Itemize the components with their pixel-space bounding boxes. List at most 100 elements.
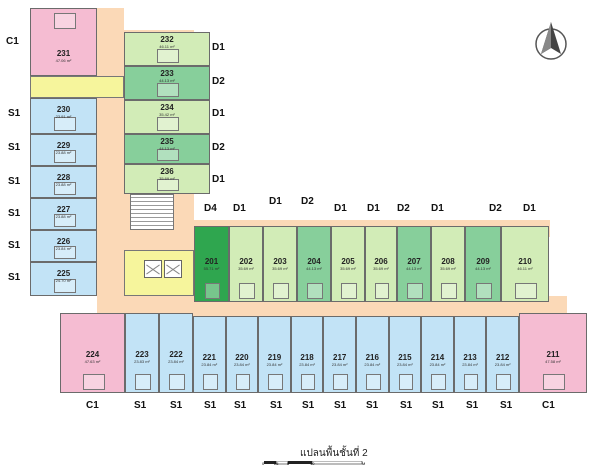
unit-type-label: S1: [400, 400, 413, 411]
unit-area: 23.84 m²: [168, 359, 184, 364]
unit-area: 35.69 m²: [238, 266, 254, 271]
unit-area: 35.69 m²: [159, 176, 175, 181]
bathroom-block: [365, 374, 381, 390]
unit-area: 23.84 m²: [331, 362, 348, 367]
unit-number: 216: [365, 353, 379, 362]
bathroom-block: [341, 283, 357, 299]
unit-type-label: S1: [500, 400, 513, 411]
unit-area: 35.69 m²: [440, 266, 456, 271]
bathroom-block: [431, 374, 446, 390]
bathroom-block: [157, 49, 179, 63]
unit-number: 225: [56, 269, 71, 278]
unit-area: 23.84 m²: [429, 362, 446, 367]
bathroom-block: [202, 374, 218, 390]
unit-number: 218: [300, 353, 314, 362]
unit-area: 44.13 m²: [406, 266, 422, 271]
unit-area: 23.84 m²: [266, 362, 283, 367]
unit-area: 35.69 m²: [340, 266, 356, 271]
unit-number: 203: [273, 257, 287, 266]
unit-number: 232: [160, 35, 174, 44]
bathroom-block: [407, 283, 423, 299]
unit-number: 207: [407, 257, 421, 266]
bathroom-block: [53, 279, 76, 293]
lift-1: [144, 260, 162, 278]
unit-number: 210: [518, 257, 532, 266]
unit-number: 231: [56, 49, 71, 58]
bathroom-block: [307, 283, 323, 299]
unit-type-label: S1: [234, 400, 247, 411]
unit-number: 214: [430, 353, 445, 362]
bathroom-block: [333, 374, 348, 390]
lift-2: [164, 260, 182, 278]
bathroom-block: [53, 150, 76, 163]
unit-type-label: D1: [269, 196, 282, 207]
unit-number: 221: [202, 353, 216, 362]
unit-number: 202: [239, 257, 253, 266]
unit-area: 23.88 m²: [55, 214, 72, 219]
unit-area: 47.58 m²: [545, 359, 561, 364]
unit-area: 23.84 m²: [201, 362, 218, 367]
unit-type-label: D1: [367, 203, 380, 214]
bathroom-block: [53, 13, 76, 29]
unit-type-label: S1: [270, 400, 283, 411]
unit-area: 44.13 m²: [475, 266, 491, 271]
unit-area: 47.06 m²: [55, 58, 72, 63]
unit-number: 204: [307, 257, 321, 266]
bathroom-block: [157, 83, 179, 97]
unit-type-label: D2: [489, 203, 502, 214]
unit-number: 227: [56, 205, 71, 214]
unit-area: 23.84 m²: [299, 362, 315, 367]
bathroom-block: [82, 374, 105, 390]
unit-type-label: D1: [233, 203, 246, 214]
bathroom-block: [135, 374, 151, 390]
scale-mark-1: 25: [274, 461, 279, 466]
unit-number: 217: [333, 353, 347, 362]
bathroom-block: [53, 214, 76, 227]
scale-mark-0: 0: [262, 461, 265, 466]
unit-type-label: C1: [542, 400, 555, 411]
unit-area: 23.91 m²: [55, 114, 72, 119]
unit-type-label: D4: [204, 203, 217, 214]
bathroom-block: [475, 283, 493, 299]
unit-type-label: S1: [366, 400, 379, 411]
bathroom-block: [157, 117, 179, 131]
unit-type-label: S1: [170, 400, 183, 411]
